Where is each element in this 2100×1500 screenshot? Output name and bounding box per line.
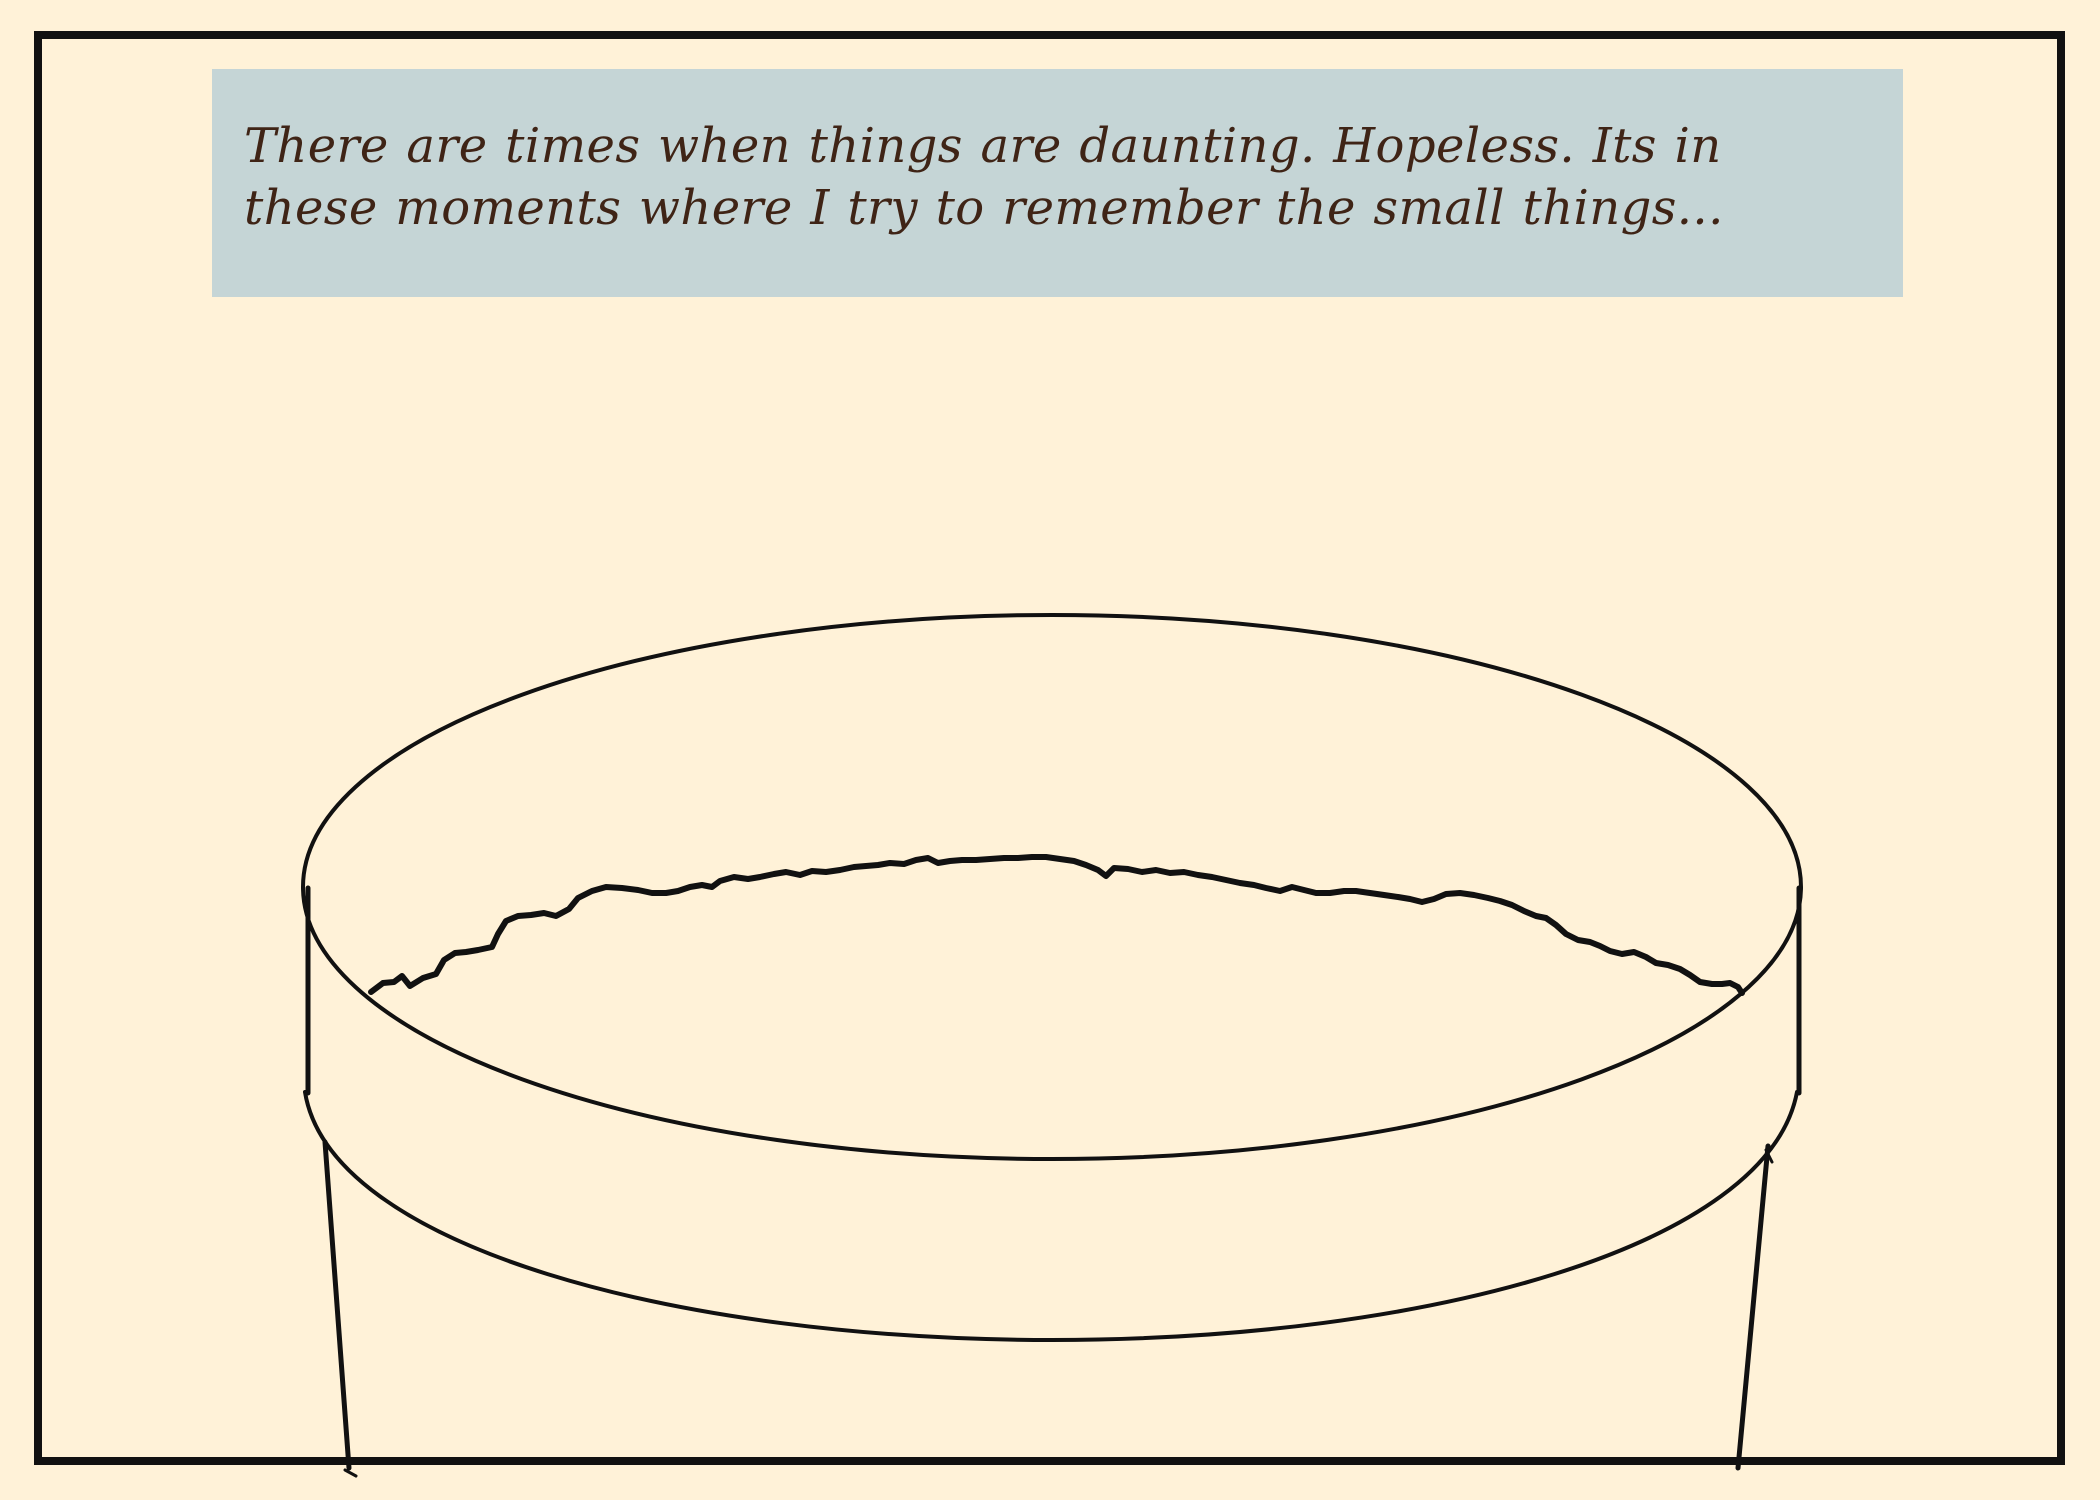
pot-body-left-edge	[322, 1139, 352, 1471]
panel-border	[34, 31, 2065, 1465]
flower-pot-illustration	[301, 613, 1803, 1478]
caption-box: There are times when things are daunting…	[212, 69, 1903, 297]
caption-text: There are times when things are daunting…	[244, 118, 1724, 236]
pot-body-right-edge	[1735, 1143, 1771, 1471]
pot-body-right-notch	[1764, 1148, 1774, 1164]
soil-surface-line	[368, 854, 1745, 996]
pot-body-left-tick	[343, 1468, 358, 1478]
pot-rim-lower-edge	[303, 1090, 1799, 1342]
pot-rim-top-ellipse	[301, 613, 1803, 1161]
